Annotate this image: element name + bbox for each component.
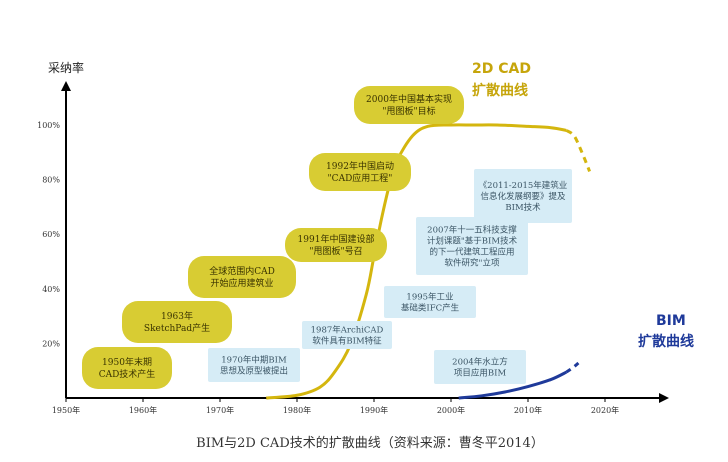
bim-milestone-bg: [302, 321, 392, 349]
cad-series-name: 2D CAD: [472, 61, 531, 77]
cad-milestone-text: 2000年中国基本实现: [366, 93, 452, 105]
cad-milestone-text: CAD技术产生: [99, 368, 156, 380]
x-tick-label: 2000年: [437, 405, 465, 415]
cad-milestone-text: SketchPad产生: [144, 322, 210, 334]
x-tick-label: 1950年: [52, 405, 80, 415]
cad-milestone: 1991年中国建设部"甩图板"号召: [285, 228, 387, 262]
bim-milestone-text: 1970年中期BIM: [221, 355, 287, 366]
x-tick-label: 2010年: [514, 405, 542, 415]
x-tick-label: 1970年: [206, 405, 234, 415]
chart-caption: BIM与2D CAD技术的扩散曲线（资料来源：曹冬平2014）: [196, 435, 544, 451]
bim-milestone-text: 计划课题"基于BIM技术: [427, 236, 518, 247]
bim-milestone-text: 软件研究"立项: [445, 258, 500, 269]
y-tick-labels: 20% 40% 60% 80% 100%: [37, 121, 60, 348]
cad-projected-curve: [565, 129, 591, 172]
cad-series-subname: 扩散曲线: [472, 82, 528, 99]
bim-milestone-text: 1987年ArchiCAD: [311, 325, 384, 336]
y-tick-label: 80%: [42, 176, 60, 185]
bim-milestone-text: 2004年水立方: [452, 357, 508, 368]
bim-projected-curve: [565, 358, 583, 374]
y-tick-label: 60%: [42, 230, 60, 239]
cad-milestone-bg: [188, 256, 296, 298]
cad-milestone-text: 开始应用建筑业: [210, 277, 273, 289]
cad-milestone-text: "CAD应用工程": [328, 172, 393, 184]
y-tick-label: 40%: [42, 285, 60, 294]
bim-milestone-text: BIM技术: [505, 202, 541, 213]
bim-series-name: BIM: [656, 313, 686, 329]
cad-milestone-bg: [122, 301, 232, 343]
x-tick-labels: 1950年 1960年 1970年 1980年 1990年 2000年 2010年 2020年: [52, 398, 619, 415]
cad-milestone-text: 1992年中国启动: [326, 160, 394, 172]
bim-series-subname: 扩散曲线: [638, 333, 694, 350]
y-tick-label: 20%: [42, 339, 60, 348]
bim-milestone-text: 1995年工业: [406, 292, 453, 303]
bim-milestone-text: 信息化发展纲要》提及: [480, 191, 566, 202]
bim-milestone-text: 思想及原型被提出: [220, 366, 288, 377]
x-tick-label: 1980年: [283, 405, 311, 415]
cad-milestone-bg: [285, 228, 387, 262]
cad-milestone-text: "甩图板"号召: [309, 245, 362, 257]
cad-milestone-bg: [82, 347, 172, 389]
cad-milestone: 1992年中国启动"CAD应用工程": [309, 153, 411, 191]
cad-milestone-bg: [354, 86, 464, 124]
bim-milestone-text: 项目应用BIM: [454, 368, 507, 379]
bim-milestone-text: 软件具有BIM特征: [312, 336, 382, 347]
cad-milestone-bg: [309, 153, 411, 191]
y-tick-label: 100%: [37, 121, 60, 130]
bim-milestone-text: 《2011-2015年建筑业: [479, 180, 568, 191]
bim-milestone: 2007年十一五科技支撑计划课题"基于BIM技术的下一代建筑工程应用软件研究"立…: [416, 217, 528, 275]
bim-milestones: 1970年中期BIM思想及原型被提出1987年ArchiCAD软件具有BIM特征…: [208, 169, 572, 384]
cad-milestone-text: 1963年: [161, 310, 193, 322]
bim-milestone-bg: [416, 217, 528, 275]
cad-milestones: 1950年末期CAD技术产生1963年SketchPad产生全球范围内CAD开始…: [82, 86, 464, 389]
bim-diffusion-curve: [458, 370, 568, 400]
bim-milestone-bg: [384, 286, 476, 318]
cad-milestone-text: 全球范围内CAD: [209, 265, 275, 277]
bim-milestone-bg: [208, 348, 300, 382]
bim-milestone-text: 2007年十一五科技支撑: [427, 225, 517, 236]
x-tick-label: 2020年: [591, 405, 619, 415]
y-axis-title: 采纳率: [48, 60, 84, 75]
bim-milestone-bg: [474, 169, 572, 223]
cad-milestone-text: 1950年末期: [102, 356, 152, 368]
bim-milestone-text: 基础类IFC产生: [401, 303, 460, 314]
bim-milestone-text: 的下一代建筑工程应用: [429, 247, 514, 258]
cad-milestone-text: "甩图板"目标: [382, 105, 435, 117]
x-tick-label: 1990年: [360, 405, 388, 415]
x-tick-label: 1960年: [129, 405, 157, 415]
bim-milestone-bg: [434, 350, 526, 384]
cad-milestone: 2000年中国基本实现"甩图板"目标: [354, 86, 464, 124]
cad-milestone-text: 1991年中国建设部: [298, 233, 375, 245]
